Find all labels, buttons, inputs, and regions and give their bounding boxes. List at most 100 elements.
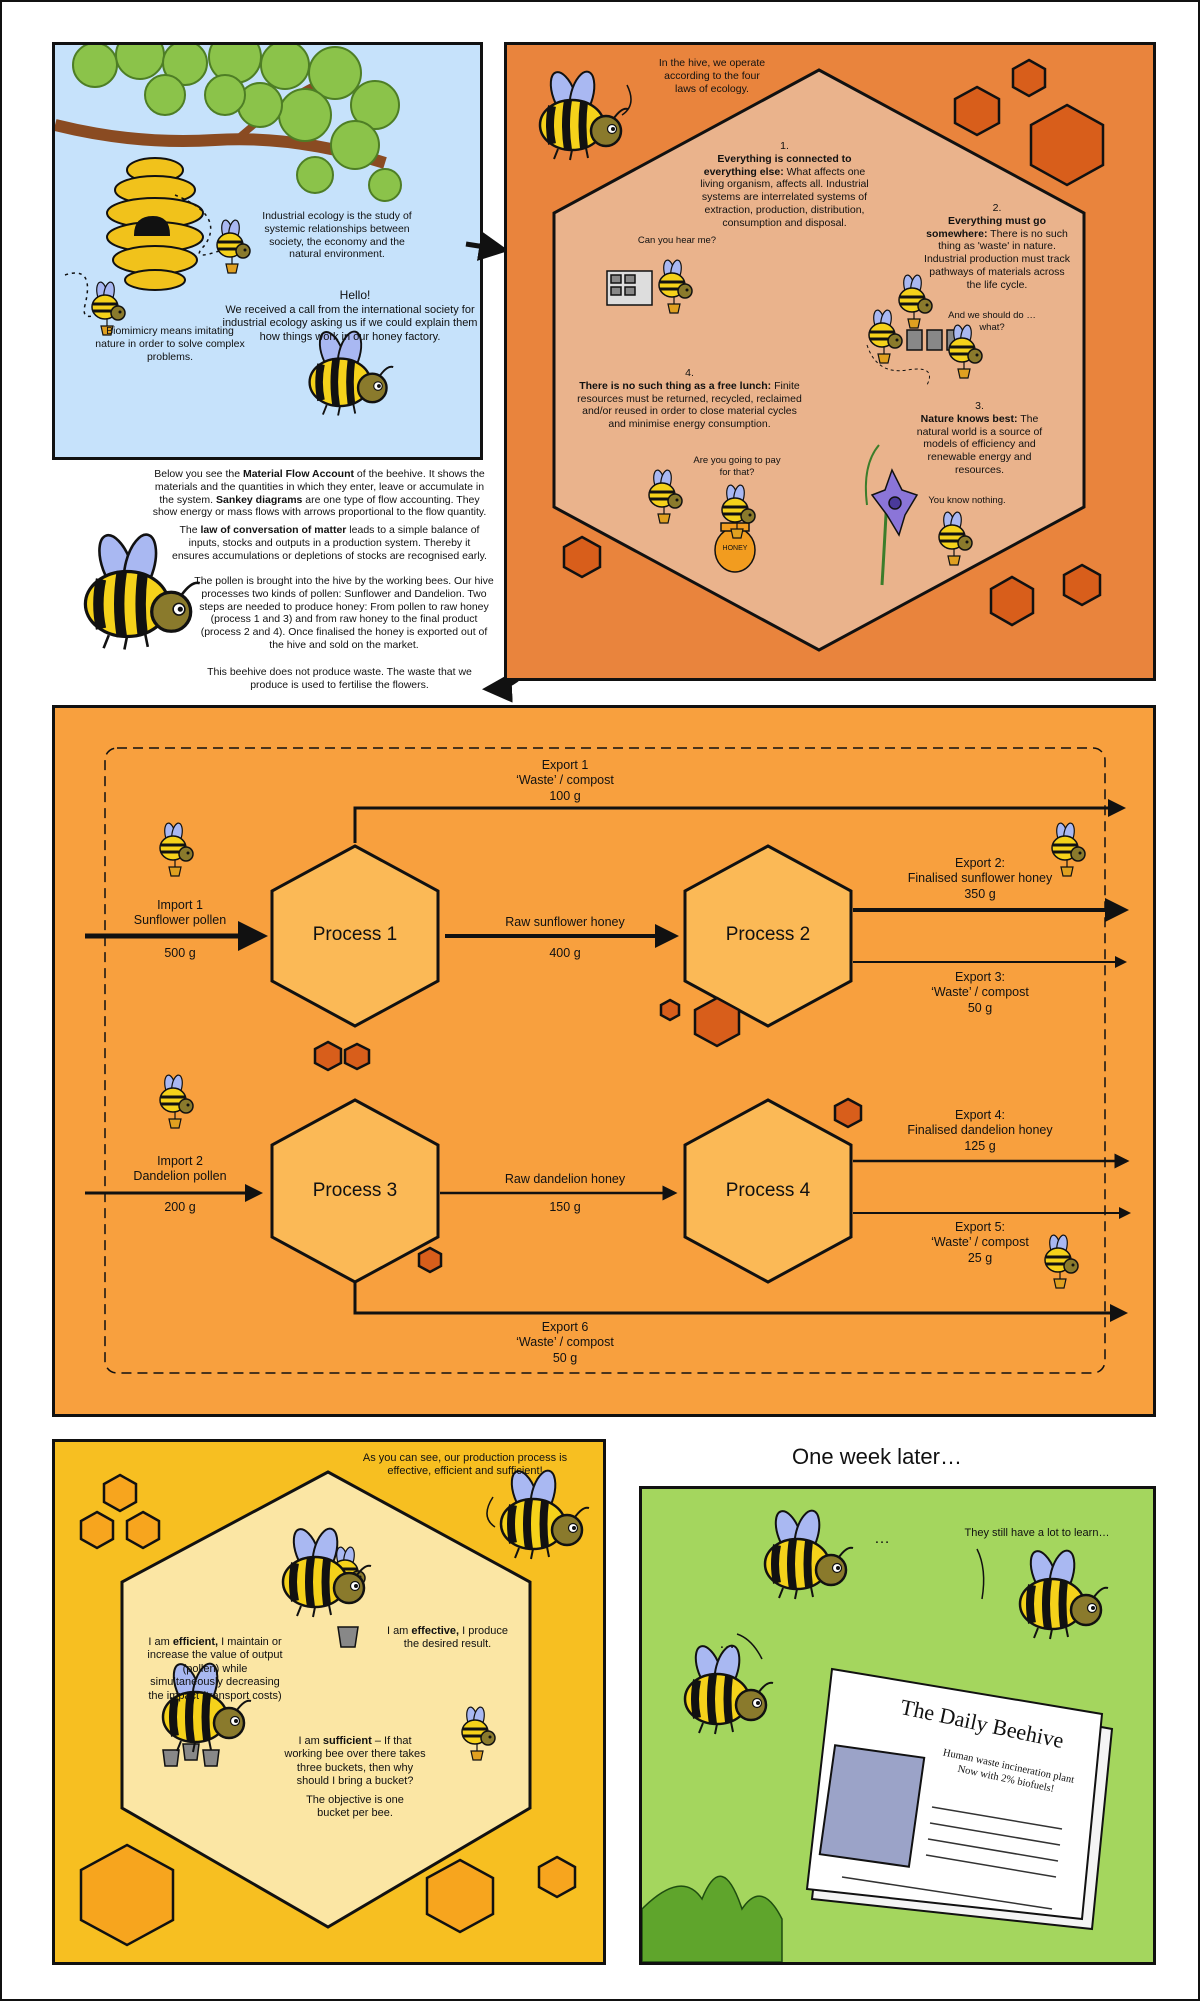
law-2-body: There is no such thing as 'waste' in nat… [924, 227, 1070, 291]
process-4-label: Process 4 [725, 1180, 811, 1201]
intro-p1-d: Sankey diagrams [215, 493, 303, 506]
flow-export6 [353, 1268, 1128, 1322]
bubble-dots-1: … [874, 1530, 890, 1547]
export-2-title: Export 2: [954, 856, 1006, 870]
flow-export1 [353, 799, 1126, 843]
intro-p1-a: Below you see the [154, 468, 243, 480]
sufficient-a: I am [298, 1735, 323, 1747]
export-6-label: Export 6 ‘Waste’ / compost 50 g [465, 1320, 665, 1366]
import-1-name: Sunflower pollen [133, 913, 227, 928]
tree-and-hive-illustration [55, 45, 402, 457]
effective-b: effective, [411, 1625, 460, 1637]
law-1-number: 1. [780, 140, 789, 152]
objective-text: The objective is one bucket per bee. [306, 1794, 404, 1820]
call-text: We received a call from the internationa… [222, 304, 478, 343]
process-3-label: Process 3 [312, 1180, 398, 1201]
export-6-title: Export 6 [541, 1320, 589, 1334]
export-4-name: Finalised dandelion honey [907, 1123, 1053, 1138]
effective-c: I produce the desired result. [403, 1625, 509, 1651]
production-process-header: As you can see, our production process i… [362, 1452, 568, 1478]
three-es-hexagon [79, 1442, 603, 1947]
process-2-label: Process 2 [725, 924, 811, 945]
newspaper-scene [642, 1489, 1114, 1962]
export-1-qty: 100 g [549, 788, 581, 803]
industrial-ecology-text: Industrial ecology is the study of syste… [262, 210, 412, 261]
import-2-qty: 200 g [164, 1200, 196, 1214]
export-5-title: Export 5: [954, 1220, 1006, 1234]
law-4-body: Finite resources must be returned, recyc… [577, 379, 802, 431]
computer-icon [606, 270, 653, 306]
law-2-number: 2. [992, 202, 1002, 214]
export-6-qty: 50 g [552, 1350, 578, 1365]
hello-text: Hello! [339, 288, 371, 302]
law-2-title: Everything must go somewhere: [926, 214, 1046, 240]
sufficient-text: I am sufficient – If that working bee ov… [280, 1735, 430, 1789]
raw-sunflower-label: Raw sunflower honey [505, 915, 625, 929]
export-3-label: Export 3: ‘Waste’ / compost 50 g [885, 970, 1075, 1016]
panel-intro: Industrial ecology is the study of syste… [52, 42, 483, 460]
import-1-title: Import 1 [157, 898, 203, 912]
intro-p1-c: of the beehive. It shows the materials a… [154, 468, 485, 506]
export-4-label: Export 4: Finalised dandelion honey 125 … [885, 1108, 1075, 1154]
efficient-c: I maintain or increase the value of outp… [147, 1636, 283, 1702]
process-1-hexagon [270, 844, 440, 1028]
law-2: 2. Everything must go somewhere: There i… [922, 202, 1072, 292]
bubble-can-you-hear-me: Can you hear me? [637, 235, 717, 246]
sufficient-c: – If that working bee over there takes t… [284, 1735, 426, 1788]
efficient-b: efficient, [172, 1636, 219, 1648]
conservation-paragraph: The law of conversation of matter leads … [172, 524, 487, 562]
export-3-qty: 50 g [967, 1000, 993, 1015]
flower-icon [864, 444, 919, 586]
law-3: 3. Nature knows best: The natural world … [912, 400, 1047, 477]
process-2-hexagon [683, 844, 853, 1028]
raw-dandelion-label: Raw dandelion honey [504, 1172, 626, 1186]
panel-three-es: As you can see, our production process i… [52, 1439, 606, 1965]
effective-text: I am effective, I produce the desired re… [380, 1625, 515, 1652]
law-3-title: Nature knows best: [920, 412, 1018, 425]
process-1-label: Process 1 [312, 924, 398, 945]
export-5-qty: 25 g [967, 1250, 993, 1265]
law-3-body: The natural world is a source of models … [916, 412, 1043, 476]
export-2-label: Export 2: Finalised sunflower honey 350 … [885, 856, 1075, 902]
intro-p1-e: are one type of flow accounting. They sh… [152, 493, 487, 519]
newspaper-icon [805, 1667, 1114, 1931]
beehive-icon [106, 157, 204, 291]
export-5-label: Export 5: ‘Waste’ / compost 25 g [885, 1220, 1075, 1266]
laws-intro-text: In the hive, we operate according to the… [658, 57, 766, 95]
panel-one-week-later: They still have a lot to learn… … … The … [639, 1486, 1156, 1965]
import-2-label: Import 2 Dandelion pollen [115, 1154, 245, 1185]
honey-jar-icon [714, 522, 756, 573]
mfa-intro-paragraph: Below you see the Material Flow Account … [152, 468, 487, 519]
export-3-title: Export 3: [954, 970, 1006, 984]
intro-p2-c: leads to a simple balance of inputs, sto… [172, 524, 487, 562]
no-waste-paragraph: This beehive does not produce waste. The… [207, 666, 472, 691]
panel-four-laws: In the hive, we operate according to the… [504, 42, 1156, 681]
raw-sunflower-qty: 400 g [549, 946, 581, 960]
law-4-title: There is no such thing as a free lunch: [579, 379, 772, 392]
one-week-later-title: One week later… [792, 1444, 962, 1469]
honey-jar-label: HONEY [722, 545, 748, 552]
import-2-name: Dandelion pollen [133, 1169, 227, 1184]
bucket-icon [162, 1626, 359, 1767]
export-2-name: Finalised sunflower honey [907, 871, 1053, 886]
export-4-title: Export 4: [954, 1108, 1006, 1122]
bubble-pay-for-that: Are you going to pay for that? [693, 455, 781, 478]
law-4-number: 4. [685, 367, 694, 379]
export-4-qty: 125 g [964, 1138, 996, 1153]
export-1-label: Export 1 ‘Waste’ / compost 100 g [465, 758, 665, 804]
import-1-label: Import 1 Sunflower pollen [115, 898, 245, 929]
sufficient-b: sufficient [322, 1735, 372, 1747]
panel-material-flow: Process 1 Process 2 Process 3 Process 4 … [52, 705, 1156, 1417]
intro-p2-a: The [179, 524, 201, 536]
pollen-paragraph: The pollen is brought into the hive by t… [194, 575, 494, 651]
raw-dandelion-qty: 150 g [549, 1200, 581, 1214]
law-4: 4. There is no such thing as a free lunc… [577, 367, 802, 431]
bubble-dots-2: … [719, 1635, 735, 1652]
export-6-name: ‘Waste’ / compost [516, 1335, 614, 1350]
export-1-title: Export 1 [541, 758, 589, 772]
export-2-qty: 350 g [964, 886, 996, 901]
bubble-lot-to-learn: They still have a lot to learn… [964, 1527, 1110, 1539]
import-2-title: Import 2 [157, 1154, 203, 1168]
process-4-hexagon [683, 1098, 853, 1284]
